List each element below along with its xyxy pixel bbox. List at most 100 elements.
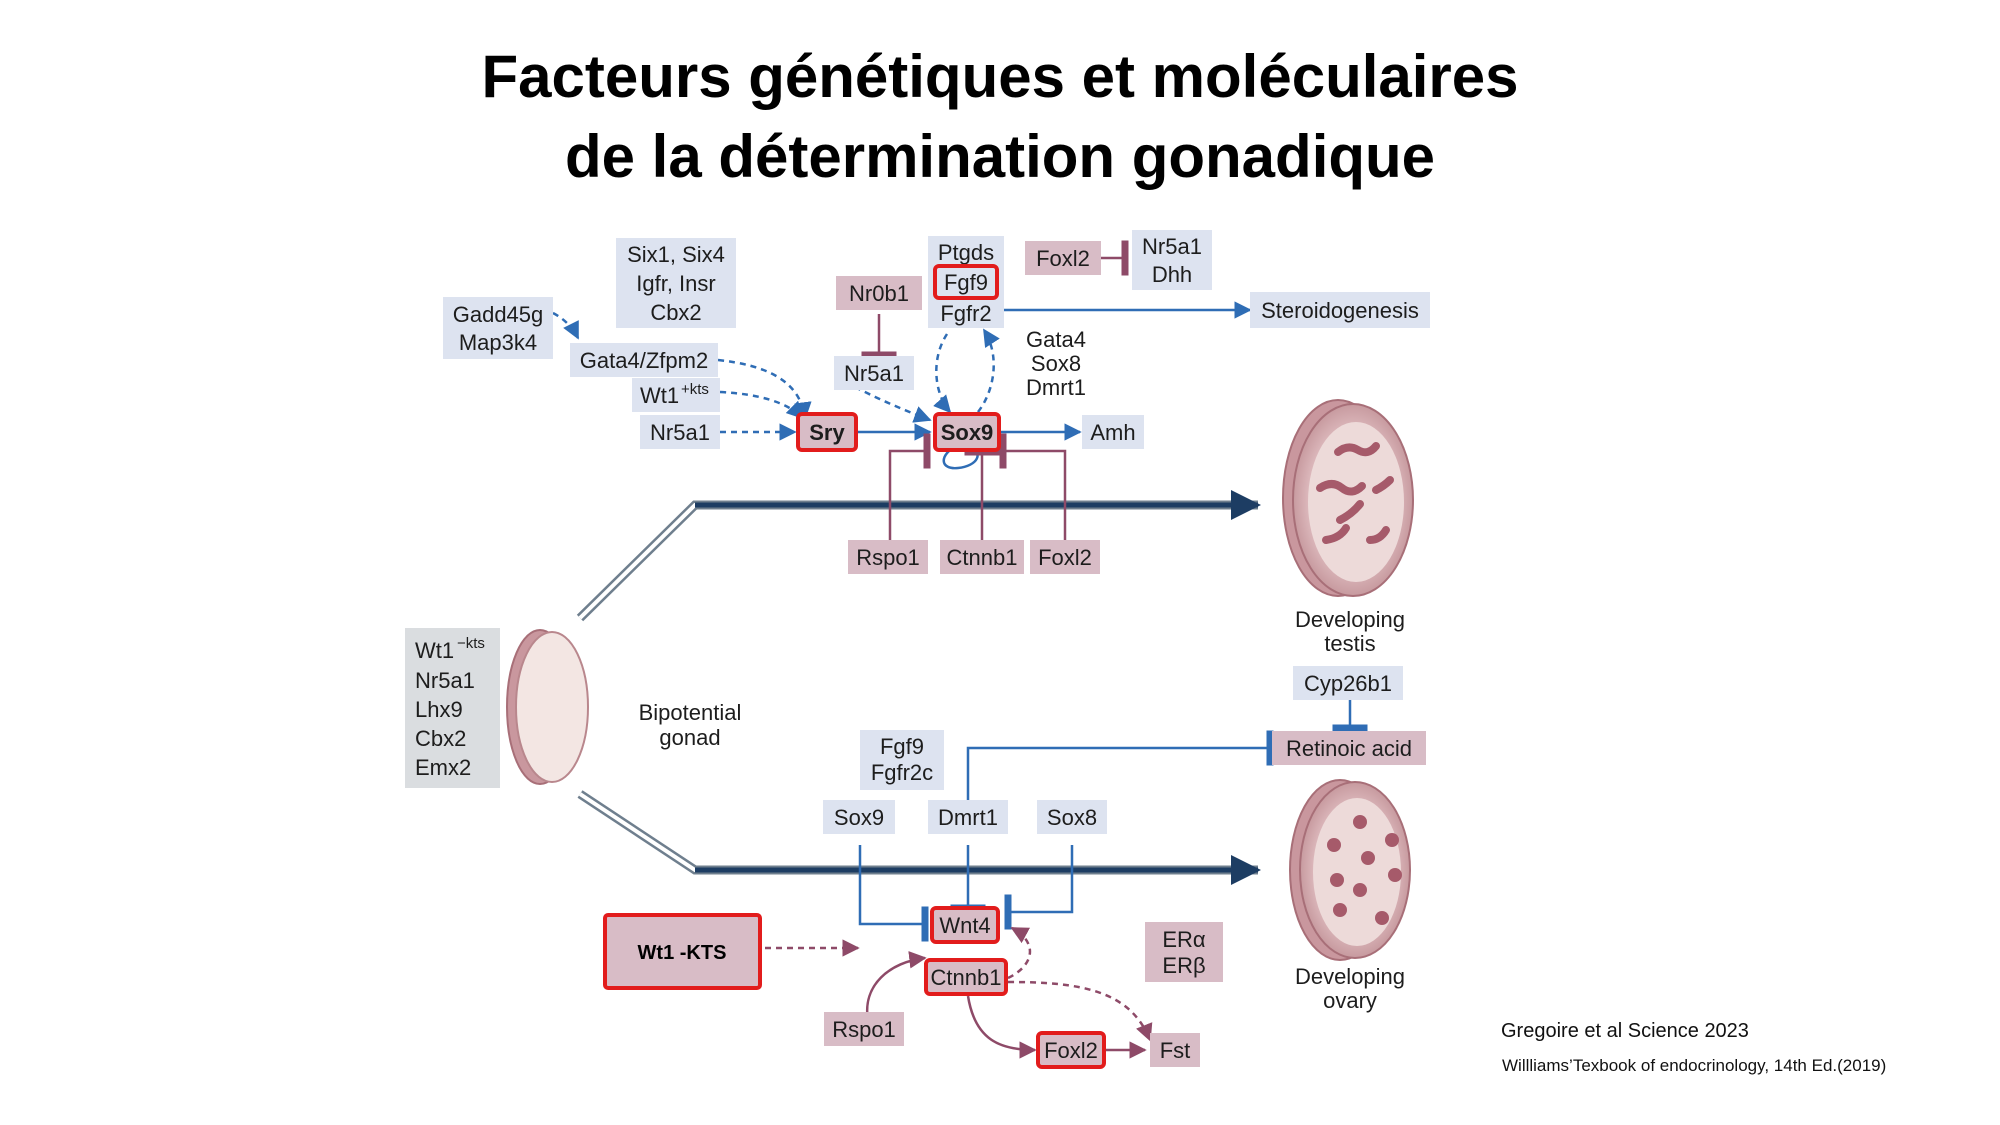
svg-text:Wnt4: Wnt4 bbox=[939, 913, 990, 938]
slide-title-line-2: de la détermination gonadique bbox=[564, 123, 1436, 190]
svg-text:Developing: Developing bbox=[1295, 964, 1405, 989]
svg-text:Retinoic acid: Retinoic acid bbox=[1286, 736, 1412, 761]
svg-text:Bipotential: Bipotential bbox=[639, 700, 742, 725]
svg-text:Fgf9: Fgf9 bbox=[880, 734, 924, 759]
svg-text:Fst: Fst bbox=[1160, 1038, 1191, 1063]
svg-text:Sry: Sry bbox=[809, 420, 845, 445]
wnt4-box: Wnt4 bbox=[930, 906, 1000, 944]
svg-text:Lhx9: Lhx9 bbox=[415, 697, 463, 722]
svg-text:Rspo1: Rspo1 bbox=[832, 1017, 896, 1042]
svg-text:Gata4/Zfpm2: Gata4/Zfpm2 bbox=[580, 348, 708, 373]
testis-connectors bbox=[552, 240, 1252, 544]
svg-text:Foxl2: Foxl2 bbox=[1036, 246, 1090, 271]
cyp26b1-box: Cyp26b1 bbox=[1293, 666, 1403, 700]
bipotential-factors-box: Wt1 −kts Nr5a1 Lhx9 Cbx2 Emx2 bbox=[405, 628, 500, 788]
svg-text:−kts: −kts bbox=[457, 635, 485, 652]
gadd45g-map3k4-box: Gadd45g Map3k4 bbox=[443, 297, 553, 359]
ptgds-fgf9-fgfr2-box: Ptgds Fgf9 Fgfr2 bbox=[928, 236, 1004, 328]
svg-text:Ctnnb1: Ctnnb1 bbox=[947, 545, 1018, 570]
svg-text:Gata4: Gata4 bbox=[1026, 327, 1086, 352]
er-alpha-beta-box: ERα ERβ bbox=[1145, 922, 1223, 982]
wt1-kts-box: Wt1 -KTS bbox=[603, 913, 762, 990]
svg-text:Fgfr2: Fgfr2 bbox=[940, 301, 991, 326]
svg-text:ERα: ERα bbox=[1162, 927, 1206, 952]
six-group-box: Six1, Six4 Igfr, Insr Cbx2 bbox=[616, 238, 736, 328]
svg-text:Wt1: Wt1 bbox=[640, 383, 679, 408]
rspo1-ovary-box: Rspo1 bbox=[824, 1012, 904, 1046]
foxl2-top-box: Foxl2 bbox=[1025, 241, 1101, 275]
sox9-ovary-box: Sox9 bbox=[823, 800, 895, 834]
svg-text:Wt1 -KTS: Wt1 -KTS bbox=[638, 942, 727, 964]
ctnnb1-box: Ctnnb1 bbox=[940, 540, 1024, 574]
svg-text:Six1, Six4: Six1, Six4 bbox=[627, 242, 725, 267]
svg-text:Dhh: Dhh bbox=[1152, 262, 1192, 287]
svg-text:Dmrt1: Dmrt1 bbox=[1026, 375, 1086, 400]
nr0b1-box: Nr0b1 bbox=[836, 276, 922, 310]
svg-text:Ctnnb1: Ctnnb1 bbox=[931, 965, 1002, 990]
fst-box: Fst bbox=[1150, 1033, 1200, 1067]
fgf9-fgfr2c-box: Fgf9 Fgfr2c bbox=[860, 730, 944, 790]
svg-text:Cyp26b1: Cyp26b1 bbox=[1304, 671, 1392, 696]
svg-text:Nr0b1: Nr0b1 bbox=[849, 281, 909, 306]
ctnnb1-ovary-box: Ctnnb1 bbox=[924, 958, 1008, 996]
slide-title-line-1: Facteurs génétiques et moléculaires bbox=[481, 43, 1519, 110]
svg-text:ERβ: ERβ bbox=[1162, 953, 1205, 978]
svg-text:Dmrt1: Dmrt1 bbox=[938, 805, 998, 830]
nr5a1-dhh-box: Nr5a1 Dhh bbox=[1132, 230, 1212, 290]
dmrt1-box: Dmrt1 bbox=[928, 800, 1008, 834]
retinoic-acid-box: Retinoic acid bbox=[1272, 731, 1426, 765]
svg-text:Fgf9: Fgf9 bbox=[944, 270, 988, 295]
main-pathway-arrows bbox=[576, 490, 1261, 885]
ovary-connectors bbox=[765, 700, 1368, 1059]
developing-testis-label: Developing testis bbox=[1295, 607, 1405, 656]
svg-text:gonad: gonad bbox=[659, 725, 720, 750]
svg-text:Foxl2: Foxl2 bbox=[1038, 545, 1092, 570]
svg-text:Developing: Developing bbox=[1295, 607, 1405, 632]
svg-text:Nr5a1: Nr5a1 bbox=[1142, 234, 1202, 259]
gata4-zfpm2-box: Gata4/Zfpm2 bbox=[570, 343, 718, 377]
rspo1-box: Rspo1 bbox=[848, 540, 928, 574]
developing-ovary-label: Developing ovary bbox=[1295, 964, 1405, 1013]
wt1-plus-kts-box: Wt1 +kts bbox=[632, 378, 720, 412]
svg-text:+kts: +kts bbox=[681, 381, 709, 398]
svg-text:testis: testis bbox=[1324, 631, 1375, 656]
sox8-box: Sox8 bbox=[1037, 800, 1107, 834]
svg-text:Emx2: Emx2 bbox=[415, 755, 471, 780]
svg-text:Sox8: Sox8 bbox=[1047, 805, 1097, 830]
svg-text:Gadd45g: Gadd45g bbox=[453, 302, 544, 327]
svg-text:Steroidogenesis: Steroidogenesis bbox=[1261, 298, 1419, 323]
svg-text:Cbx2: Cbx2 bbox=[415, 726, 466, 751]
svg-text:Nr5a1: Nr5a1 bbox=[650, 420, 710, 445]
svg-text:Nr5a1: Nr5a1 bbox=[844, 361, 904, 386]
svg-text:Sox9: Sox9 bbox=[834, 805, 884, 830]
reference-williams: Willliams’Texbook of endocrinology, 14th… bbox=[1502, 1056, 1887, 1075]
sox9-box: Sox9 bbox=[933, 412, 1001, 452]
svg-text:Ptgds: Ptgds bbox=[938, 240, 994, 265]
reference-gregoire: Gregoire et al Science 2023 bbox=[1501, 1020, 1749, 1042]
nr5a1-left-box: Nr5a1 bbox=[640, 415, 720, 449]
svg-text:Igfr, Insr: Igfr, Insr bbox=[636, 271, 715, 296]
svg-text:Foxl2: Foxl2 bbox=[1044, 1038, 1098, 1063]
sry-box: Sry bbox=[796, 412, 858, 452]
developing-testis-shape bbox=[1282, 399, 1414, 597]
foxl2-box: Foxl2 bbox=[1030, 540, 1100, 574]
svg-text:Wt1: Wt1 bbox=[415, 638, 454, 663]
svg-text:Rspo1: Rspo1 bbox=[856, 545, 920, 570]
bipotential-gonad-label: Bipotential gonad bbox=[639, 700, 742, 750]
svg-text:Map3k4: Map3k4 bbox=[459, 330, 537, 355]
svg-text:ovary: ovary bbox=[1323, 988, 1377, 1013]
svg-text:Sox9: Sox9 bbox=[941, 420, 994, 445]
amh-box: Amh bbox=[1082, 415, 1144, 449]
svg-text:Cbx2: Cbx2 bbox=[650, 300, 701, 325]
gata4-sox8-dmrt1-box: Gata4 Sox8 Dmrt1 bbox=[1026, 327, 1086, 400]
svg-text:Fgfr2c: Fgfr2c bbox=[871, 760, 933, 785]
foxl2-ovary-box: Foxl2 bbox=[1036, 1031, 1106, 1069]
bipotential-gonad-shape bbox=[506, 629, 589, 785]
nr5a1-mid-box: Nr5a1 bbox=[834, 356, 914, 390]
svg-text:Amh: Amh bbox=[1090, 420, 1135, 445]
svg-text:Nr5a1: Nr5a1 bbox=[415, 668, 475, 693]
steroidogenesis-box: Steroidogenesis bbox=[1250, 292, 1430, 328]
developing-ovary-shape bbox=[1289, 779, 1411, 961]
